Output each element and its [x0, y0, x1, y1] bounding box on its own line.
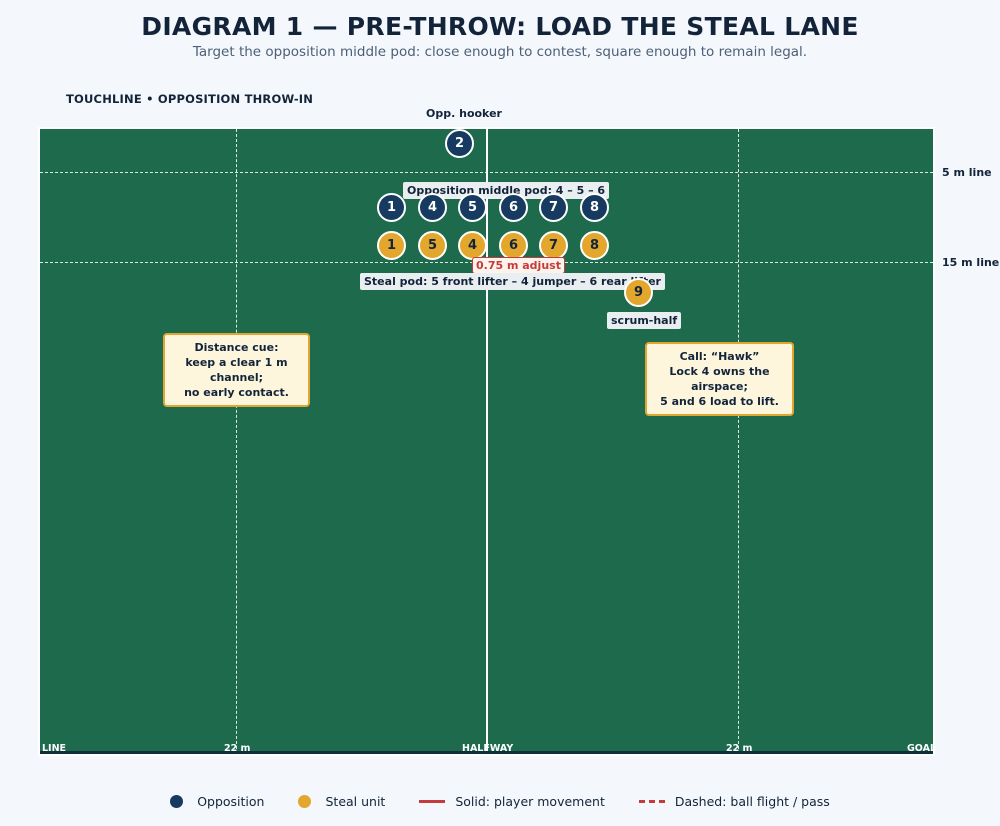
legend-dashed-label: Dashed: ball flight / pass: [674, 794, 830, 809]
legend-solid-line: Solid: player movement: [419, 794, 605, 809]
steal-player-5[interactable]: 5: [418, 231, 447, 260]
pitch: LINE 22 m HALFWAY 22 m GOAL: [38, 127, 935, 756]
pitch-label-halfway: HALFWAY: [462, 743, 514, 754]
pitch-bottom-edge: [40, 751, 933, 754]
distance-cue-line-3: no early contact.: [184, 386, 289, 399]
steal-player-7[interactable]: 7: [539, 231, 568, 260]
pitch-label-right-22: 22 m: [726, 743, 753, 754]
scrum-half-label: scrum-half: [607, 312, 682, 329]
steal-player-6[interactable]: 6: [499, 231, 528, 260]
opp-hooker-2[interactable]: 2: [445, 129, 474, 158]
steal-scrum-half-9[interactable]: 9: [624, 278, 653, 307]
opp-player-8[interactable]: 8: [580, 193, 609, 222]
steal-player-4[interactable]: 4: [458, 231, 487, 260]
distance-cue-line-2: keep a clear 1 m channel;: [185, 356, 288, 384]
hooker-label: Opp. hooker: [426, 107, 502, 120]
legend-opposition: Opposition: [170, 794, 264, 809]
pitch-label-left-22: 22 m: [224, 743, 251, 754]
pitch-label-left: LINE: [42, 743, 67, 754]
halfway-line: [486, 129, 488, 754]
legend-solid-label: Solid: player movement: [455, 794, 605, 809]
five-m-line-label: 5 m line: [942, 166, 992, 179]
legend-steal-unit: Steal unit: [298, 794, 385, 809]
legend-dashed-line: Dashed: ball flight / pass: [638, 794, 830, 809]
legend-steal-unit-label: Steal unit: [325, 794, 386, 809]
dashed-line-icon: [638, 800, 665, 803]
steal-pod-label: Steal pod: 5 front lifter – 4 jumper – 6…: [360, 273, 665, 290]
opp-player-5[interactable]: 5: [458, 193, 487, 222]
opp-player-6[interactable]: 6: [499, 193, 528, 222]
hawk-call-line-3: 5 and 6 load to lift.: [660, 395, 779, 408]
opposition-dot-icon: [170, 795, 184, 808]
opp-player-4[interactable]: 4: [418, 193, 447, 222]
hawk-call-callout: Call: “Hawk” Lock 4 owns the airspace; 5…: [645, 342, 794, 416]
touchline-label: TOUCHLINE • OPPOSITION THROW-IN: [66, 92, 314, 106]
opp-player-1[interactable]: 1: [377, 193, 406, 222]
hawk-call-line-2: Lock 4 owns the airspace;: [669, 365, 770, 393]
diagram-subtitle: Target the opposition middle pod: close …: [192, 44, 808, 60]
steal-player-8[interactable]: 8: [580, 231, 609, 260]
distance-cue-callout: Distance cue: keep a clear 1 m channel; …: [163, 333, 310, 407]
steal-unit-dot-icon: [298, 795, 312, 808]
left-22-line: [236, 129, 237, 754]
legend: Opposition Steal unit Solid: player move…: [0, 794, 1000, 809]
steal-player-1[interactable]: 1: [377, 231, 406, 260]
opp-player-7[interactable]: 7: [539, 193, 568, 222]
hawk-call-line-1: Call: “Hawk”: [679, 350, 760, 363]
adjust-distance-label: 0.75 m adjust: [472, 257, 565, 274]
diagram-title: DIAGRAM 1 — PRE-THROW: LOAD THE STEAL LA…: [141, 12, 859, 41]
right-22-line: [738, 129, 739, 754]
solid-line-icon: [419, 800, 446, 803]
legend-opposition-label: Opposition: [197, 794, 265, 809]
fifteen-m-line-label: 15 m line: [942, 256, 1000, 269]
pitch-label-right: GOAL: [907, 743, 935, 754]
distance-cue-line-1: Distance cue:: [194, 341, 279, 354]
